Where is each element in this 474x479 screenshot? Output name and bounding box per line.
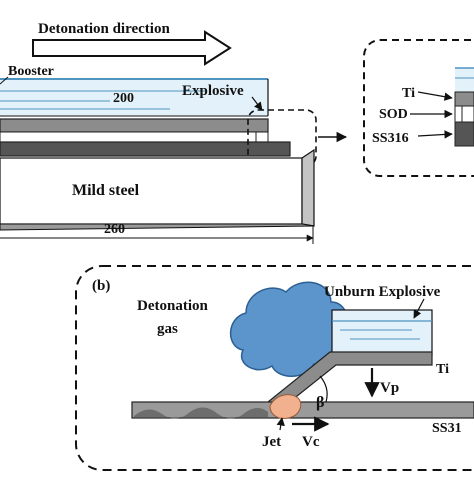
ti-b-label: Ti xyxy=(436,362,449,377)
ti-label: Ti xyxy=(402,86,415,101)
stand-off-gap xyxy=(0,131,269,143)
dim-260-line xyxy=(0,226,314,244)
panel-b-frame xyxy=(75,265,474,471)
flyer-plate xyxy=(0,118,269,133)
vc-label: Vc xyxy=(302,434,320,450)
booster-pointer-line xyxy=(0,76,9,85)
detail-zoom-frame xyxy=(247,109,317,167)
beta-angle-arc xyxy=(319,375,328,403)
unburn-explosive-label: Unburn Explosive xyxy=(324,284,441,300)
explosive-label: Explosive xyxy=(182,83,244,99)
mild-steel-anvil xyxy=(0,148,315,231)
ti-pointer xyxy=(417,91,453,101)
jet-label: Jet xyxy=(262,434,281,450)
mild-steel-label: Mild steel xyxy=(72,182,140,199)
explosive-layer xyxy=(0,78,269,116)
inset-detail-box xyxy=(363,39,474,177)
panel-b-label: (b) xyxy=(92,278,110,294)
beta-label: β xyxy=(316,394,324,411)
explosive-pointer-arrow xyxy=(251,96,263,111)
vp-label: Vp xyxy=(380,380,399,396)
unburn-explosive-block xyxy=(331,309,433,356)
jet-blob xyxy=(269,394,302,419)
detonation-label: Detonation xyxy=(137,298,208,314)
jet-pointer xyxy=(276,417,285,431)
detonation-direction-label: Detonation direction xyxy=(38,21,170,37)
sod-label: SOD xyxy=(379,107,408,122)
gas-label: gas xyxy=(157,321,178,337)
ss31-label: SS31 xyxy=(432,421,462,436)
base-plate xyxy=(0,141,291,157)
ss316-label: SS316 xyxy=(372,131,409,146)
booster-label: Booster xyxy=(8,64,54,79)
dim-200-label: 200 xyxy=(113,91,134,106)
base-plate-wavy xyxy=(131,401,474,419)
unburn-explosive-pointer xyxy=(413,298,425,319)
ss316-pointer xyxy=(417,130,453,139)
detonation-direction-arrow xyxy=(32,30,232,66)
dim-260-label: 260 xyxy=(104,222,125,237)
